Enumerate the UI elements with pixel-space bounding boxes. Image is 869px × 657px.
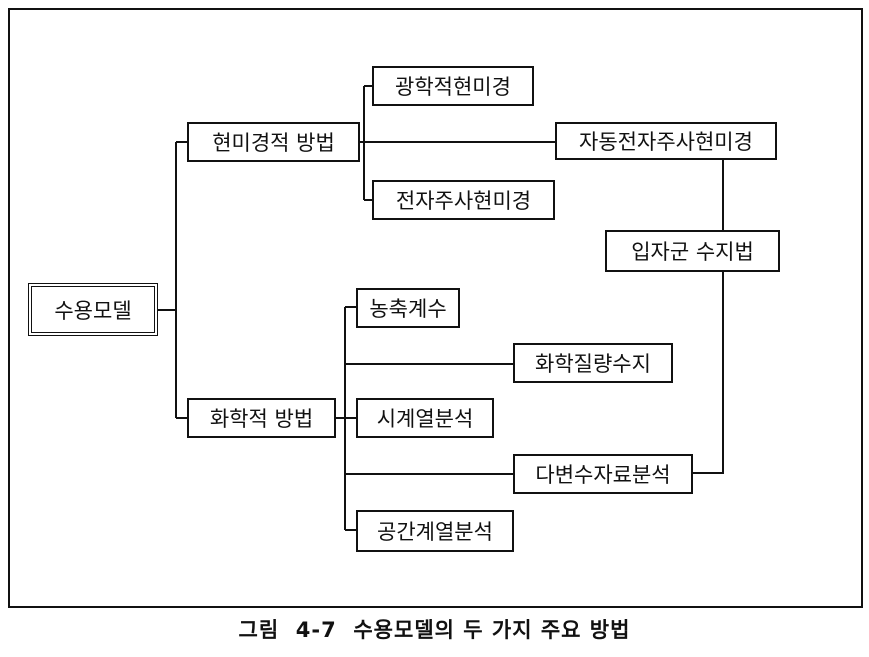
leaf-node-particle-count: 입자군 수지법	[605, 230, 780, 272]
figure-caption: 그림 4-7 수용모델의 두 가지 주요 방법	[238, 618, 631, 642]
leaf-node-auto-sem: 자동전자주사현미경	[555, 122, 777, 160]
leaf-node-optical-microscopy: 광학적현미경	[372, 66, 534, 106]
branch-node-microscopic-method: 현미경적 방법	[187, 122, 360, 162]
leaf-node-spatial-series: 공간계열분석	[356, 510, 514, 552]
leaf-node-multivariate-analysis: 다변수자료분석	[513, 454, 693, 494]
root-node-receptor-model: 수용모델	[28, 283, 158, 336]
diagram-frame	[8, 8, 863, 608]
connector-particle-multivariate	[693, 272, 724, 474]
leaf-node-enrichment-factor: 농축계수	[356, 288, 460, 328]
leaf-node-time-series: 시계열분석	[356, 398, 494, 438]
branch-node-chemical-method: 화학적 방법	[187, 398, 336, 438]
leaf-node-chemical-mass-balance: 화학질량수지	[513, 343, 673, 383]
leaf-node-sem: 전자주사현미경	[372, 180, 555, 220]
